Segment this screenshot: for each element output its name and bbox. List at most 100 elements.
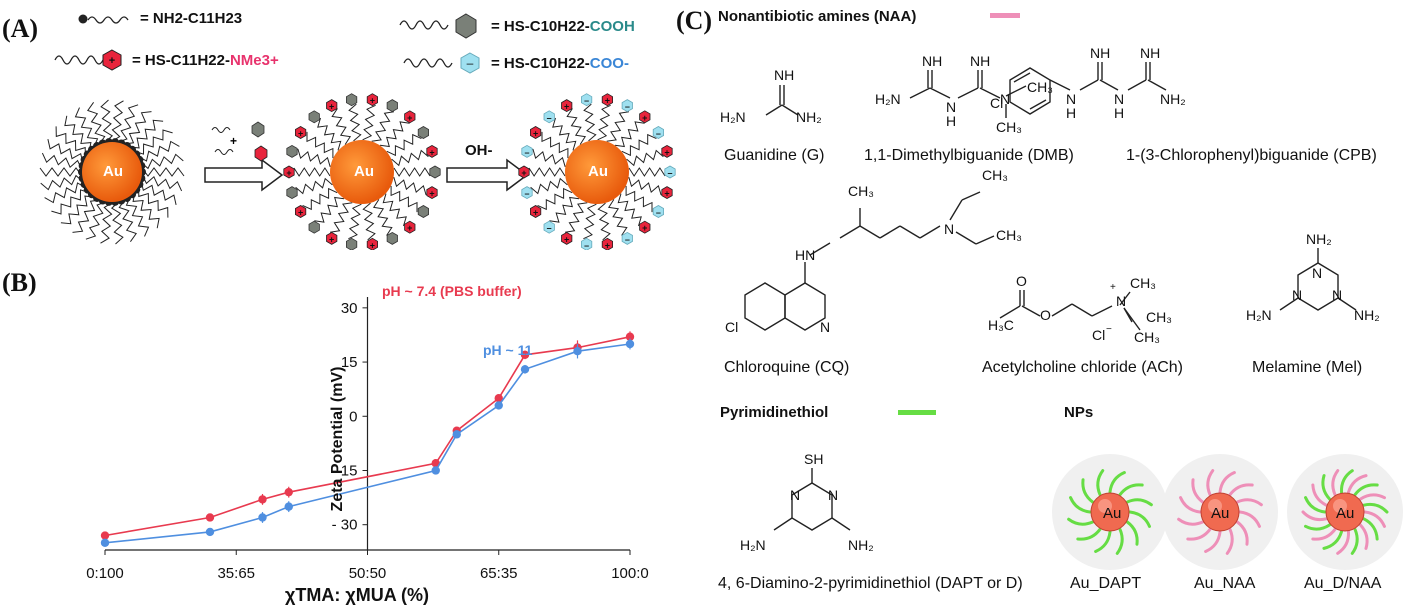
svg-text:+: + <box>521 168 526 178</box>
panel-c-label: (C) <box>676 6 713 35</box>
np1-core-label: Au <box>103 163 123 180</box>
data-point <box>205 527 215 537</box>
svg-text:–: – <box>524 147 529 157</box>
svg-text:NH: NH <box>1140 45 1160 61</box>
svg-text:CH₃: CH₃ <box>996 227 1022 243</box>
data-point <box>573 347 582 356</box>
data-point <box>520 350 530 360</box>
molecule-name-cpb: 1-(3-Chlorophenyl)biguanide (CPB) <box>1126 147 1377 164</box>
data-point <box>625 339 635 349</box>
amine-ligand-icon <box>78 14 129 24</box>
svg-text:+: + <box>329 234 334 244</box>
legend-amine: = NH2-C11H23 <box>140 10 243 27</box>
svg-text:+: + <box>109 55 115 67</box>
legend-tma: = HS-C11H22-NMe3+ <box>132 52 279 69</box>
svg-text:NH₂: NH₂ <box>848 537 874 553</box>
svg-text:–: – <box>584 96 589 106</box>
svg-text:N: N <box>820 319 830 335</box>
svg-text:–: – <box>656 129 661 139</box>
x-tick-label: 0:100 <box>86 565 124 582</box>
svg-text:CH₃: CH₃ <box>982 167 1008 183</box>
molecule-name-g: Guanidine (G) <box>724 147 825 164</box>
svg-text:CH₃: CH₃ <box>848 183 874 199</box>
panel-a-label: (A) <box>2 14 39 43</box>
svg-text:H₂N: H₂N <box>1246 307 1272 323</box>
svg-text:NH₂: NH₂ <box>1160 91 1186 107</box>
svg-text:–: – <box>625 102 630 112</box>
svg-text:+: + <box>533 207 538 217</box>
svg-text:N: N <box>1000 91 1010 107</box>
svg-text:N: N <box>944 221 954 237</box>
svg-text:–: – <box>547 223 552 233</box>
arrow-2 <box>446 158 529 192</box>
np-name-dnaa: Au_D/NAA <box>1304 575 1382 592</box>
svg-text:O: O <box>1040 307 1051 323</box>
svg-text:CH₃: CH₃ <box>1130 275 1156 291</box>
svg-text:+: + <box>407 113 412 123</box>
svg-text:–: – <box>656 207 661 217</box>
x-tick-label: 35:65 <box>217 565 255 582</box>
svg-text:H₂N: H₂N <box>740 537 766 553</box>
nanoparticle-amine <box>39 99 185 245</box>
nps-graphic <box>1052 454 1403 570</box>
data-point <box>625 332 635 341</box>
np-core-label-3: Au <box>1336 505 1355 522</box>
svg-text:Cl: Cl <box>725 319 738 335</box>
np-name-dapt: Au_DAPT <box>1070 575 1142 592</box>
np-core-label-1: Au <box>1103 505 1122 522</box>
molecule-name-dapt: 4, 6-Diamino-2-pyrimidinethiol (DAPT or … <box>718 575 1023 592</box>
panel-a-graphic: + – + +++++++++++ –+–+–+–+–+–+–+–+–+–+–+ <box>39 13 676 250</box>
svg-text:N: N <box>1116 293 1126 309</box>
svg-text:N: N <box>1312 265 1322 281</box>
pyr-title: Pyrimidinethiol <box>720 404 829 421</box>
data-point <box>452 430 461 439</box>
molecule-name-dmb: 1,1-Dimethylbiguanide (DMB) <box>864 147 1074 164</box>
np-core-label-2: Au <box>1211 505 1230 522</box>
svg-text:+: + <box>564 234 569 244</box>
svg-text:CH₃: CH₃ <box>996 119 1022 135</box>
series-line <box>104 336 631 537</box>
svg-text:H₂N: H₂N <box>875 91 901 107</box>
svg-text:Cl: Cl <box>1092 327 1105 343</box>
svg-text:SH: SH <box>804 451 823 467</box>
molecule-name-cq: Chloroquine (CQ) <box>724 359 850 376</box>
data-point <box>205 513 215 522</box>
reagent-label: OH- <box>465 142 493 159</box>
svg-text:+: + <box>329 102 334 112</box>
svg-text:+: + <box>642 113 647 123</box>
svg-text:–: – <box>584 240 589 250</box>
data-point <box>431 459 440 468</box>
molecule-name-mel: Melamine (Mel) <box>1252 359 1363 376</box>
svg-text:+: + <box>605 240 610 250</box>
svg-text:NH: NH <box>970 53 990 69</box>
nanoparticle-mixed: +++++++++++ <box>283 93 441 250</box>
svg-text:N: N <box>946 99 956 115</box>
np3-core-label: Au <box>588 163 608 180</box>
y-tick-label: - 15 <box>332 462 358 479</box>
svg-text:–: – <box>547 113 552 123</box>
svg-text:NH₂: NH₂ <box>1354 307 1380 323</box>
svg-text:NH₂: NH₂ <box>796 109 822 125</box>
svg-text:+: + <box>429 189 434 199</box>
data-point <box>284 487 293 497</box>
data-point <box>494 401 503 410</box>
svg-text:Cl: Cl <box>990 95 1003 111</box>
svg-text:H₂N: H₂N <box>720 109 746 125</box>
svg-text:+: + <box>664 189 669 199</box>
data-point <box>520 365 530 374</box>
svg-text:HN: HN <box>795 247 815 263</box>
svg-text:NH: NH <box>1090 45 1110 61</box>
svg-text:H₃C: H₃C <box>988 317 1014 333</box>
cooh-ligand-icon <box>399 13 477 39</box>
molecule-name-ach: Acetylcholine chloride (ACh) <box>982 359 1183 376</box>
svg-text:−: − <box>1106 324 1112 335</box>
y-tick-label: 15 <box>341 354 358 371</box>
y-tick-label: 0 <box>349 408 357 425</box>
data-point <box>100 531 110 540</box>
svg-text:–: – <box>667 168 672 178</box>
svg-text:H: H <box>1114 105 1124 121</box>
series-line <box>104 343 631 544</box>
svg-text:N: N <box>828 487 838 503</box>
